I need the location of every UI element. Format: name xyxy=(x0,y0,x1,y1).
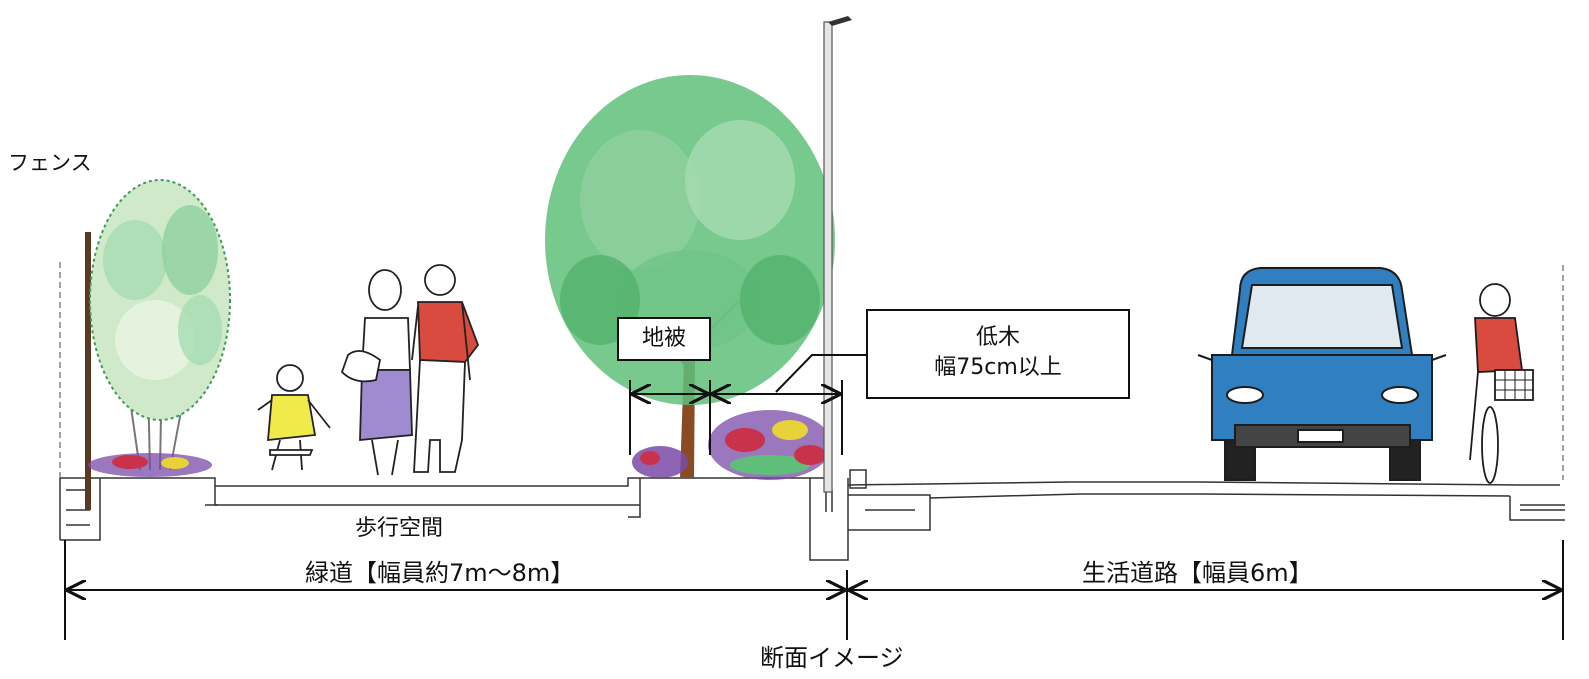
width-dimension-lines xyxy=(64,540,1564,640)
road-width-label: 生活道路【幅員6m】 xyxy=(1082,559,1313,587)
street-lamp-icon xyxy=(823,16,852,493)
child-figure-icon xyxy=(257,364,331,471)
ground-cover-dimension xyxy=(629,354,870,455)
shrub-label-line2: 幅75cm以上 xyxy=(934,355,1062,380)
fence-icon xyxy=(85,232,91,510)
man-figure-icon xyxy=(411,264,480,473)
cyclist-icon xyxy=(1469,283,1534,484)
diagram-caption: 断面イメージ xyxy=(760,644,904,672)
ground-cover-label: 地被 xyxy=(617,317,711,361)
greenway-width-label: 緑道【幅員約7m～8m】 xyxy=(305,559,575,587)
walkway-label: 歩行空間 xyxy=(355,516,444,541)
shrub-label: 低木 幅75cm以上 xyxy=(866,309,1130,399)
flower-bed-icon xyxy=(632,410,832,480)
car-icon xyxy=(1197,267,1447,481)
tree-shrub-icon xyxy=(88,179,231,477)
fence-label: フェンス xyxy=(8,151,92,175)
ground-cover-text: 地被 xyxy=(641,326,686,351)
shrub-label-line1: 低木 xyxy=(975,325,1020,350)
woman-figure-icon xyxy=(340,269,413,476)
ground-profile xyxy=(59,469,1565,561)
